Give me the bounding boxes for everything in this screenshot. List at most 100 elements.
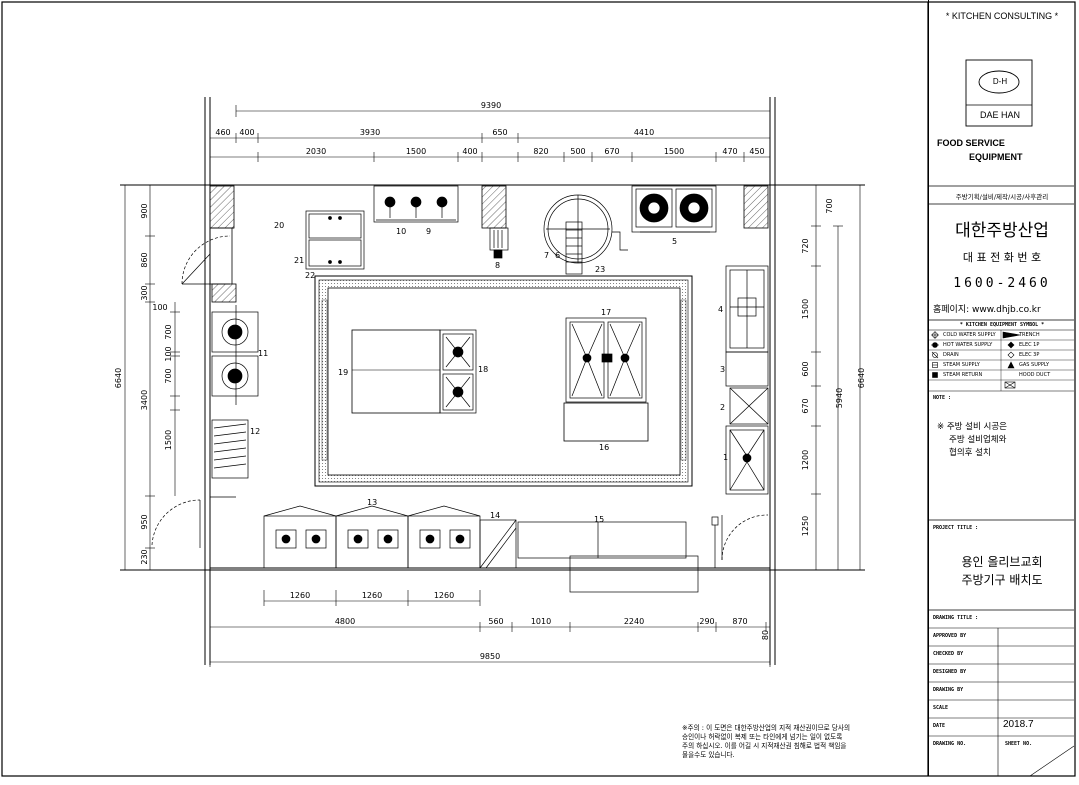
- dim-top-a5: 4410: [634, 128, 654, 137]
- dimension-lines: [120, 105, 865, 667]
- tag-4: 4: [718, 305, 723, 314]
- dim-left-3: 300: [140, 285, 149, 300]
- equipment-7-6-rice-cooker: [543, 194, 628, 275]
- dim-top-b2: 1500: [406, 147, 426, 156]
- phone-label: 대 표 전 화 번 호: [962, 251, 1042, 264]
- dim-right-1: 700: [825, 198, 834, 213]
- legend-steam-return: STEAM RETURN: [943, 372, 983, 378]
- date-label: DATE: [933, 723, 946, 729]
- tag-18: 18: [478, 365, 488, 374]
- note-line-3: 협의후 설치: [949, 448, 991, 458]
- dim-left-1: 900: [140, 203, 149, 218]
- steam-supply-icon: [932, 362, 938, 368]
- sheet-no-label: SHEET NO.: [1005, 741, 1033, 747]
- tag-1: 1: [723, 453, 728, 462]
- tag-6: 6: [555, 251, 560, 260]
- tag-21: 21: [294, 256, 304, 265]
- dim-top-total: 9390: [481, 101, 501, 110]
- hood-duct-icon: [1004, 381, 1016, 389]
- dim-bot-9: 870: [732, 617, 747, 626]
- dim-left-6: 100: [164, 346, 173, 361]
- dim-left-7: 700: [164, 368, 173, 383]
- drawing-title-label: DRAWING TITLE :: [933, 615, 979, 621]
- notice-line-4: 물을수도 있습니다.: [682, 751, 735, 759]
- dim-right-4: 600: [801, 361, 810, 376]
- tag-22: 22: [305, 271, 315, 280]
- tag-19: 19: [338, 368, 348, 377]
- note-line-2: 주방 설비업체와: [949, 435, 1007, 445]
- equipment-5-stock-pot-range: [631, 185, 717, 233]
- dim-left-8: 3400: [140, 390, 149, 410]
- tag-3: 3: [720, 365, 725, 374]
- legend-cold-water: COLD WATER SUPPLY: [943, 332, 996, 338]
- note-label: NOTE :: [933, 395, 952, 401]
- equipment-4-sink: [725, 265, 769, 353]
- tag-16: 16: [599, 443, 609, 452]
- dim-bot-5: 560: [488, 617, 503, 626]
- column-top-right: [743, 185, 769, 229]
- tag-11: 11: [258, 349, 268, 358]
- left-partition: [210, 227, 236, 498]
- equipment-12-rack: [211, 419, 249, 479]
- dim-left-11: 230: [140, 549, 149, 564]
- tag-15: 15: [594, 515, 604, 524]
- dim-left-9: 1500: [164, 430, 173, 450]
- dim-right-7: 1250: [801, 516, 810, 536]
- approved-by-label: APPROVED BY: [933, 633, 967, 639]
- legend-elec-3p: ELEC 3P: [1019, 352, 1040, 358]
- tag-23: 23: [595, 265, 605, 274]
- dim-bot-10: 80: [761, 630, 770, 640]
- legend-elec-1p: ELEC 1P: [1019, 342, 1040, 348]
- equipment-3-table: [725, 351, 769, 387]
- column-left: [211, 283, 237, 303]
- dim-right-2: 720: [801, 238, 810, 253]
- elec-3p-icon: [1007, 351, 1015, 359]
- equipment-18-burner: [439, 329, 477, 414]
- project-title-line-2: 주방기구 배치도: [961, 573, 1043, 587]
- central-island: [314, 275, 693, 487]
- title-block: * KITCHEN CONSULTING * D-H DAE HAN FOOD …: [928, 0, 1075, 776]
- legend-gas-supply: GAS SUPPLY: [1019, 362, 1050, 368]
- notice-line-3: 주의 하십시오. 이를 어길 시 지적재산권 침해로 법적 책임을: [682, 742, 847, 750]
- equipment-10-9-range: [373, 185, 459, 223]
- equipment-16-table: [563, 402, 649, 442]
- legend-hot-water: HOT WATER SUPPLY: [943, 342, 993, 348]
- dim-top-b5: 500: [570, 147, 585, 156]
- dim-right-total-in: 5940: [835, 388, 844, 408]
- tag-17: 17: [601, 308, 611, 317]
- logo-name: DAE HAN: [979, 110, 1020, 120]
- cold-water-icon: [931, 331, 939, 339]
- legend-title: * KITCHEN EQUIPMENT SYMBOL *: [959, 322, 1045, 328]
- tag-12: 12: [250, 427, 260, 436]
- homepage: 홈페이지: www.dhjb.co.kr: [933, 305, 1041, 315]
- tag-9: 9: [426, 227, 431, 236]
- dim-left-2: 860: [140, 252, 149, 267]
- dim-bot-6: 1010: [531, 617, 551, 626]
- dim-top-a1: 460: [215, 128, 230, 137]
- dim-top-b6: 670: [604, 147, 619, 156]
- equipment-13-griddle-line: [263, 505, 481, 569]
- company-banner: * KITCHEN CONSULTING *: [945, 11, 1059, 21]
- drawing-by-label: DRAWING BY: [933, 687, 964, 693]
- copyright-notice: ※주의 : 이 도면은 대한주방산업의 지적 재산권이므로 당사의 승인이나 허…: [682, 724, 914, 760]
- dim-left-4: 100: [152, 303, 167, 312]
- legend-hood-duct: HOOD DUCT: [1019, 372, 1051, 378]
- services: 주방기획/설비/제작/시공/사후관리: [955, 193, 1049, 201]
- equipment-2-cabinet: [729, 387, 769, 425]
- dim-top-a4: 650: [492, 128, 507, 137]
- checked-by-label: CHECKED BY: [933, 651, 964, 657]
- equipment-8-faucet: [489, 227, 509, 259]
- tag-8: 8: [495, 261, 500, 270]
- column-top-center: [481, 185, 507, 229]
- equipment-11-fryers: [211, 305, 259, 405]
- designed-by-label: DESIGNED BY: [933, 669, 967, 675]
- legend-symbols: [931, 331, 1021, 389]
- date-value: 2018.7: [1003, 719, 1034, 730]
- tag-7: 7: [544, 251, 549, 260]
- legend-drain: DRAIN: [943, 352, 959, 358]
- dim-top-a3: 3930: [360, 128, 380, 137]
- dim-top-b3: 400: [462, 147, 477, 156]
- drawing-no-label: DRAWING NO.: [933, 741, 967, 747]
